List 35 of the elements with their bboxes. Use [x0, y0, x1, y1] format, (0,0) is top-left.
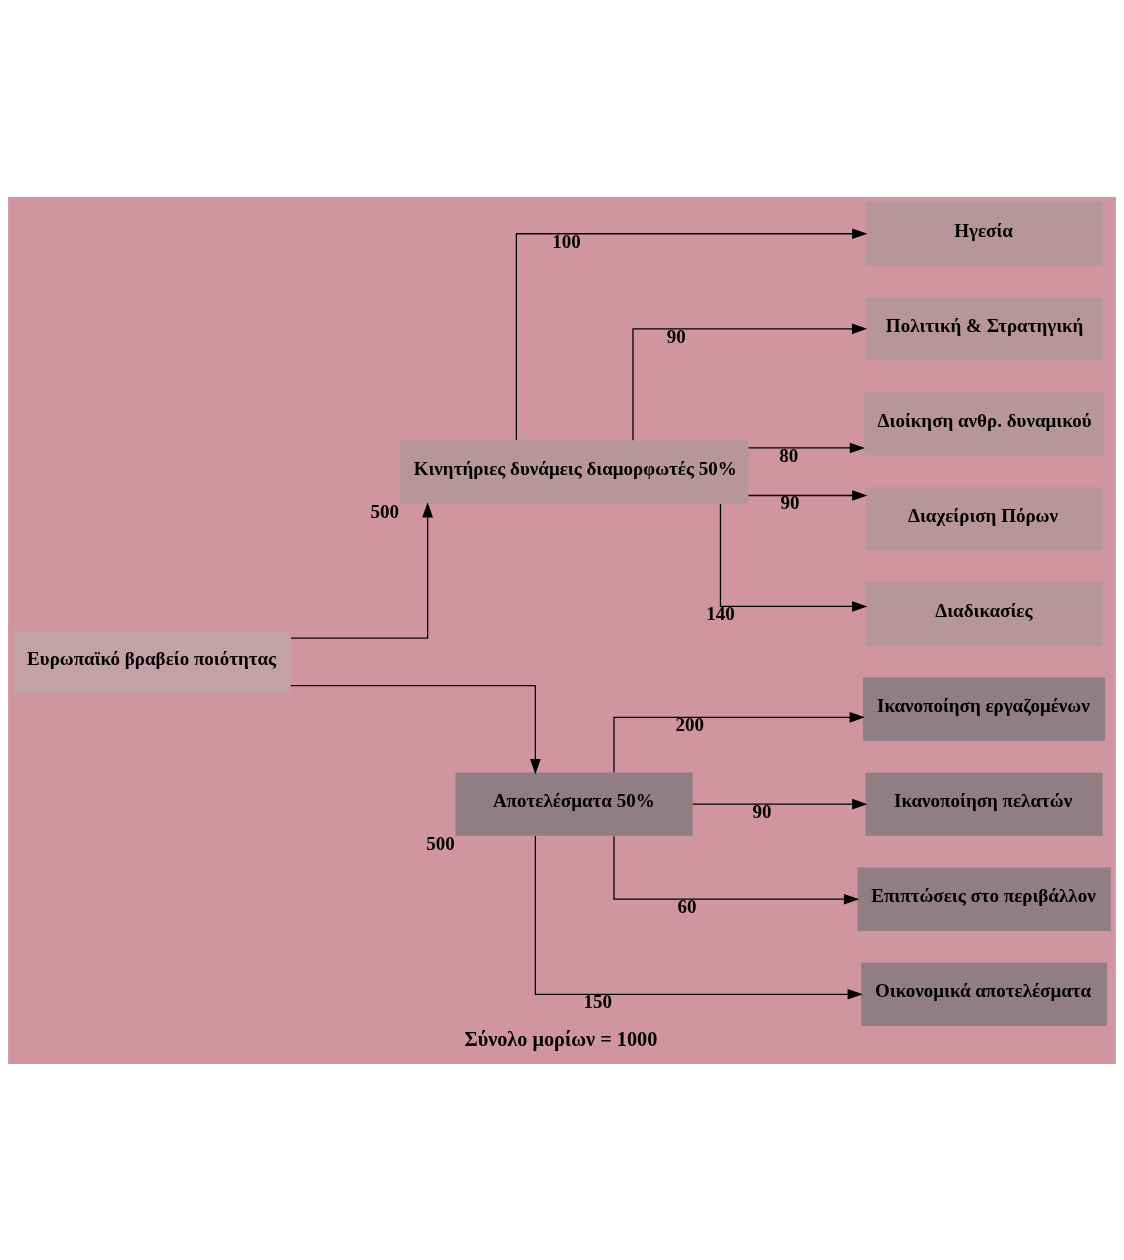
edge-label: 140 [706, 602, 735, 624]
node-box: Ευρωπαϊκό βραβείο ποιότητας [13, 630, 291, 694]
node-box: Διοίκηση ανθρ. δυναμικού [863, 391, 1105, 456]
edge-label: 150 [583, 990, 612, 1012]
arrow [290, 684, 541, 774]
arrow [632, 323, 868, 441]
arrow [719, 502, 868, 612]
node-label: 500 [370, 500, 400, 522]
node-box: Πολιτική & Στρατηγική [865, 296, 1103, 360]
edge-label: 60 [677, 895, 697, 917]
arrow [534, 834, 863, 1000]
node-box: Κινητήριες δυνάμεις διαμορφωτές 50% [399, 439, 749, 504]
node-box: Ηγεσία [865, 201, 1103, 265]
edge-label: 90 [752, 800, 772, 822]
caption: Σύνολο μορίων = 1000 [464, 1027, 658, 1050]
edge-label: 90 [780, 491, 800, 513]
arrow [290, 501, 433, 639]
edge-label: 80 [779, 444, 799, 466]
arrow [747, 489, 868, 501]
edge-label: 90 [666, 325, 686, 347]
edge-label: 100 [552, 230, 581, 252]
node-label: 500 [426, 832, 455, 854]
node-box: Επιπτώσεις στο περιβάλλον [857, 867, 1111, 931]
node-box: Οικονομικά αποτελέσματα [861, 962, 1108, 1026]
node-box: Ικανοποίηση εργαζομένων [863, 676, 1106, 741]
arrow [692, 798, 868, 809]
edge-label: 200 [675, 713, 704, 735]
node-box: Διαδικασίες [865, 581, 1103, 646]
arrow [613, 711, 865, 773]
node-box: Διαχείριση Πόρων [865, 486, 1103, 551]
node-box: Ικανοποίηση πελατών [865, 771, 1103, 836]
arrow [515, 227, 868, 441]
arrow [613, 835, 860, 905]
arrow [747, 442, 865, 453]
node-box: Αποτελέσματα 50% [455, 771, 693, 836]
